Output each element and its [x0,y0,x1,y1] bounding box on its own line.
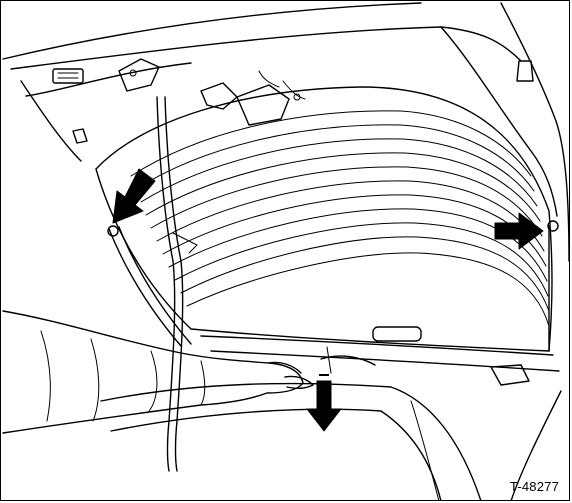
lower-trim [200,326,560,386]
right-arrow [494,212,544,250]
rear-window [95,86,553,352]
upper-left-arrow [112,168,156,224]
trunk-lid-outline [2,2,569,262]
lock-module [52,58,306,126]
reference-code: T-48277 [509,479,559,494]
hand-and-arm [2,310,314,434]
struts-and-cables [72,60,559,472]
bottom-arrow [306,374,342,432]
body-opening [100,382,562,500]
